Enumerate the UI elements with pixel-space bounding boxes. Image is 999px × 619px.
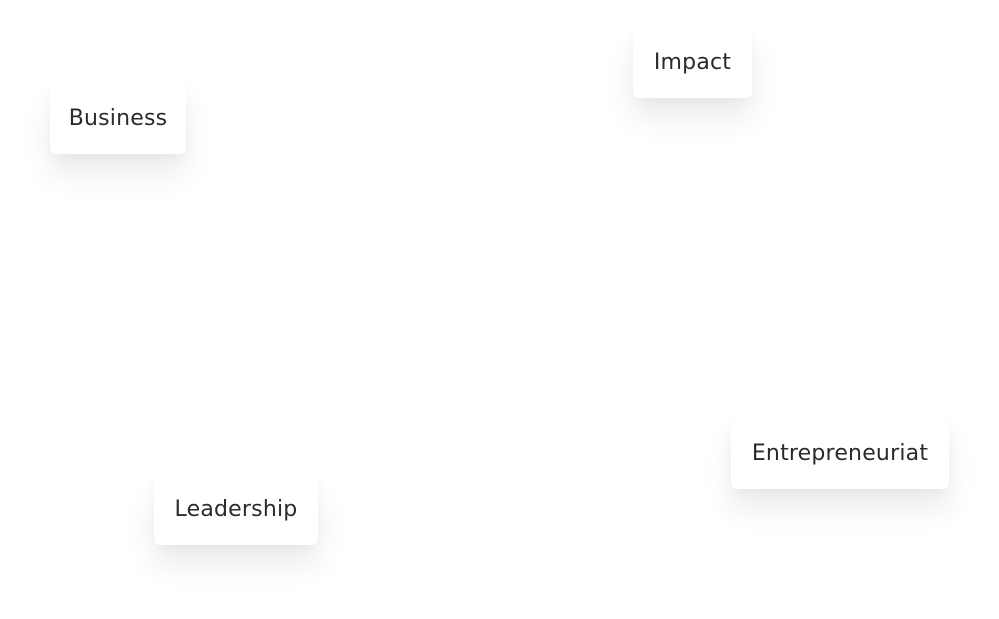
tag-leadership-label: Leadership — [174, 496, 298, 522]
tag-entrepreneuriat-label: Entrepreneuriat — [751, 440, 929, 466]
tag-business-label: Business — [68, 105, 168, 131]
tag-business[interactable]: Business — [50, 82, 186, 154]
tag-impact-label: Impact — [653, 49, 732, 75]
tag-impact[interactable]: Impact — [633, 26, 752, 98]
tag-leadership[interactable]: Leadership — [154, 473, 318, 545]
tag-entrepreneuriat[interactable]: Entrepreneuriat — [731, 417, 949, 489]
